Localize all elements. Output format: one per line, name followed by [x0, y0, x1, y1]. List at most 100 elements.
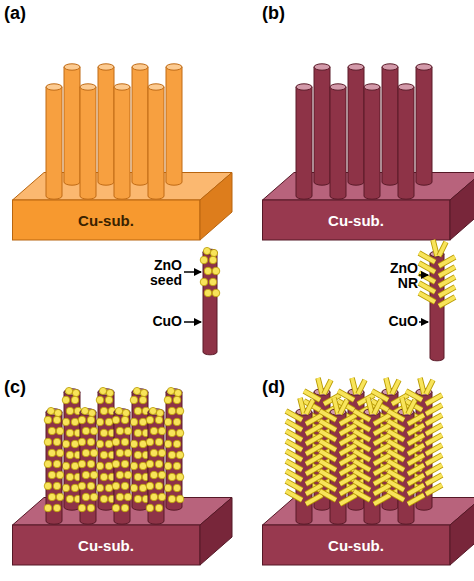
zno-nanorod — [406, 441, 422, 450]
leader-arrow — [184, 271, 201, 273]
zno-nanorod — [320, 441, 336, 450]
zno-nanorod — [408, 465, 424, 474]
zno-seed-dot — [99, 387, 106, 394]
zno-nanorod — [354, 461, 370, 470]
zno-seed-dot — [108, 407, 116, 415]
nanorod-top — [416, 64, 432, 70]
nanorod-top — [314, 389, 330, 395]
zno-nanorod-outline — [340, 425, 356, 434]
nanorod-top — [398, 409, 414, 415]
nanorod-body — [203, 252, 217, 355]
zno-nanorod — [374, 415, 390, 424]
nanorod-top — [348, 64, 364, 70]
nanorod-top — [148, 409, 164, 415]
zno-nanorod — [324, 485, 340, 494]
zno-nanorod-outline — [320, 481, 336, 490]
zno-seed-dot — [124, 427, 132, 435]
zno-nanorod — [338, 421, 354, 430]
zno-nanorod-outline — [426, 475, 442, 484]
zno-nanorod-outline — [392, 405, 408, 414]
zno-seed-dot — [62, 462, 70, 470]
zno-nanorod-outline — [324, 475, 340, 484]
zno-nanorod — [408, 455, 424, 464]
zno-seed-dot — [90, 427, 98, 435]
zno-seed-dot — [106, 389, 113, 396]
zno-seed-dot — [74, 451, 82, 459]
zno-nanorod — [354, 471, 370, 480]
zno-nanorod — [420, 378, 424, 394]
zno-seed-dot — [173, 440, 181, 448]
zno-nanorod — [354, 441, 370, 450]
zno-nanorod-outline — [304, 391, 320, 400]
nanorod-top — [132, 389, 148, 395]
substrate-front — [13, 525, 201, 565]
zno-nanorod-outline — [286, 431, 302, 440]
zno-nanorod-outline — [338, 411, 354, 420]
component-label: CuO — [376, 314, 418, 329]
nanorod-top — [382, 389, 398, 395]
zno-nanorod-outline — [286, 411, 302, 420]
substrate-front — [263, 200, 451, 240]
substrate-front — [13, 200, 201, 240]
zno-nanorod — [286, 471, 302, 480]
zno-seed-dot — [115, 407, 122, 414]
zno-nanorod — [392, 465, 408, 474]
zno-nanorod-outline — [374, 415, 390, 424]
zno-nanorod — [374, 465, 390, 474]
zno-nanorod — [402, 398, 406, 414]
zno-seed-dot — [65, 387, 72, 394]
zno-nanorod-outline — [426, 455, 442, 464]
zno-seed-dot — [44, 482, 52, 490]
zno-nanorod-outline — [372, 441, 388, 450]
zno-seed-dot — [130, 462, 138, 470]
zno-nanorod-outline — [320, 441, 336, 450]
zno-nanorod-outline — [408, 425, 424, 434]
zno-nanorod-outline — [388, 461, 404, 470]
zno-nanorod — [392, 445, 408, 454]
zno-nanorod-outline — [419, 283, 435, 292]
zno-seed-dot — [116, 449, 124, 457]
zno-nanorod-outline — [419, 273, 435, 282]
zno-nanorod — [392, 485, 408, 494]
zno-seed-dot — [100, 451, 108, 459]
zno-seed-dot — [78, 482, 86, 490]
zno-nanorod-outline — [420, 378, 424, 394]
zno-seed-dot — [53, 482, 61, 490]
zno-nanorod-outline — [392, 415, 408, 424]
zno-nanorod-outline — [386, 378, 390, 394]
zno-nanorod-outline — [286, 451, 302, 460]
zno-nanorod-outline — [304, 431, 320, 440]
zno-nanorod-outline — [408, 485, 424, 494]
zno-seed-dot — [44, 416, 52, 424]
zno-nanorod-outline — [433, 240, 437, 256]
zno-nanorod-outline — [372, 451, 388, 460]
zno-nanorod — [324, 455, 340, 464]
zno-nanorod — [408, 425, 424, 434]
zno-nanorod — [324, 465, 340, 474]
zno-nanorod — [306, 425, 322, 434]
zno-nanorod — [439, 287, 455, 296]
zno-nanorod — [372, 451, 388, 460]
zno-nanorod — [318, 378, 322, 394]
zno-nanorod — [372, 411, 388, 420]
panel-label: (b) — [262, 4, 302, 24]
zno-nanorod-outline — [338, 401, 354, 410]
zno-nanorod-outline — [426, 415, 442, 424]
zno-seed-dot — [96, 484, 104, 492]
zno-nanorod-outline — [388, 451, 404, 460]
zno-nanorod — [286, 461, 302, 470]
zno-nanorod — [338, 481, 354, 490]
zno-seed-dot — [204, 289, 212, 297]
zno-nanorod-outline — [402, 398, 406, 414]
zno-nanorod-outline — [358, 395, 374, 404]
zno-nanorod — [426, 380, 433, 394]
substrate-side — [450, 498, 474, 566]
zno-nanorod-outline — [304, 451, 320, 460]
nanorod-top — [203, 249, 217, 255]
zno-nanorod-outline — [306, 485, 322, 494]
zno-seed-dot — [150, 427, 158, 435]
zno-nanorod — [340, 485, 356, 494]
zno-seed-dot — [53, 438, 61, 446]
zno-nanorod-outline — [304, 481, 320, 490]
zno-seed-dot — [124, 471, 132, 479]
